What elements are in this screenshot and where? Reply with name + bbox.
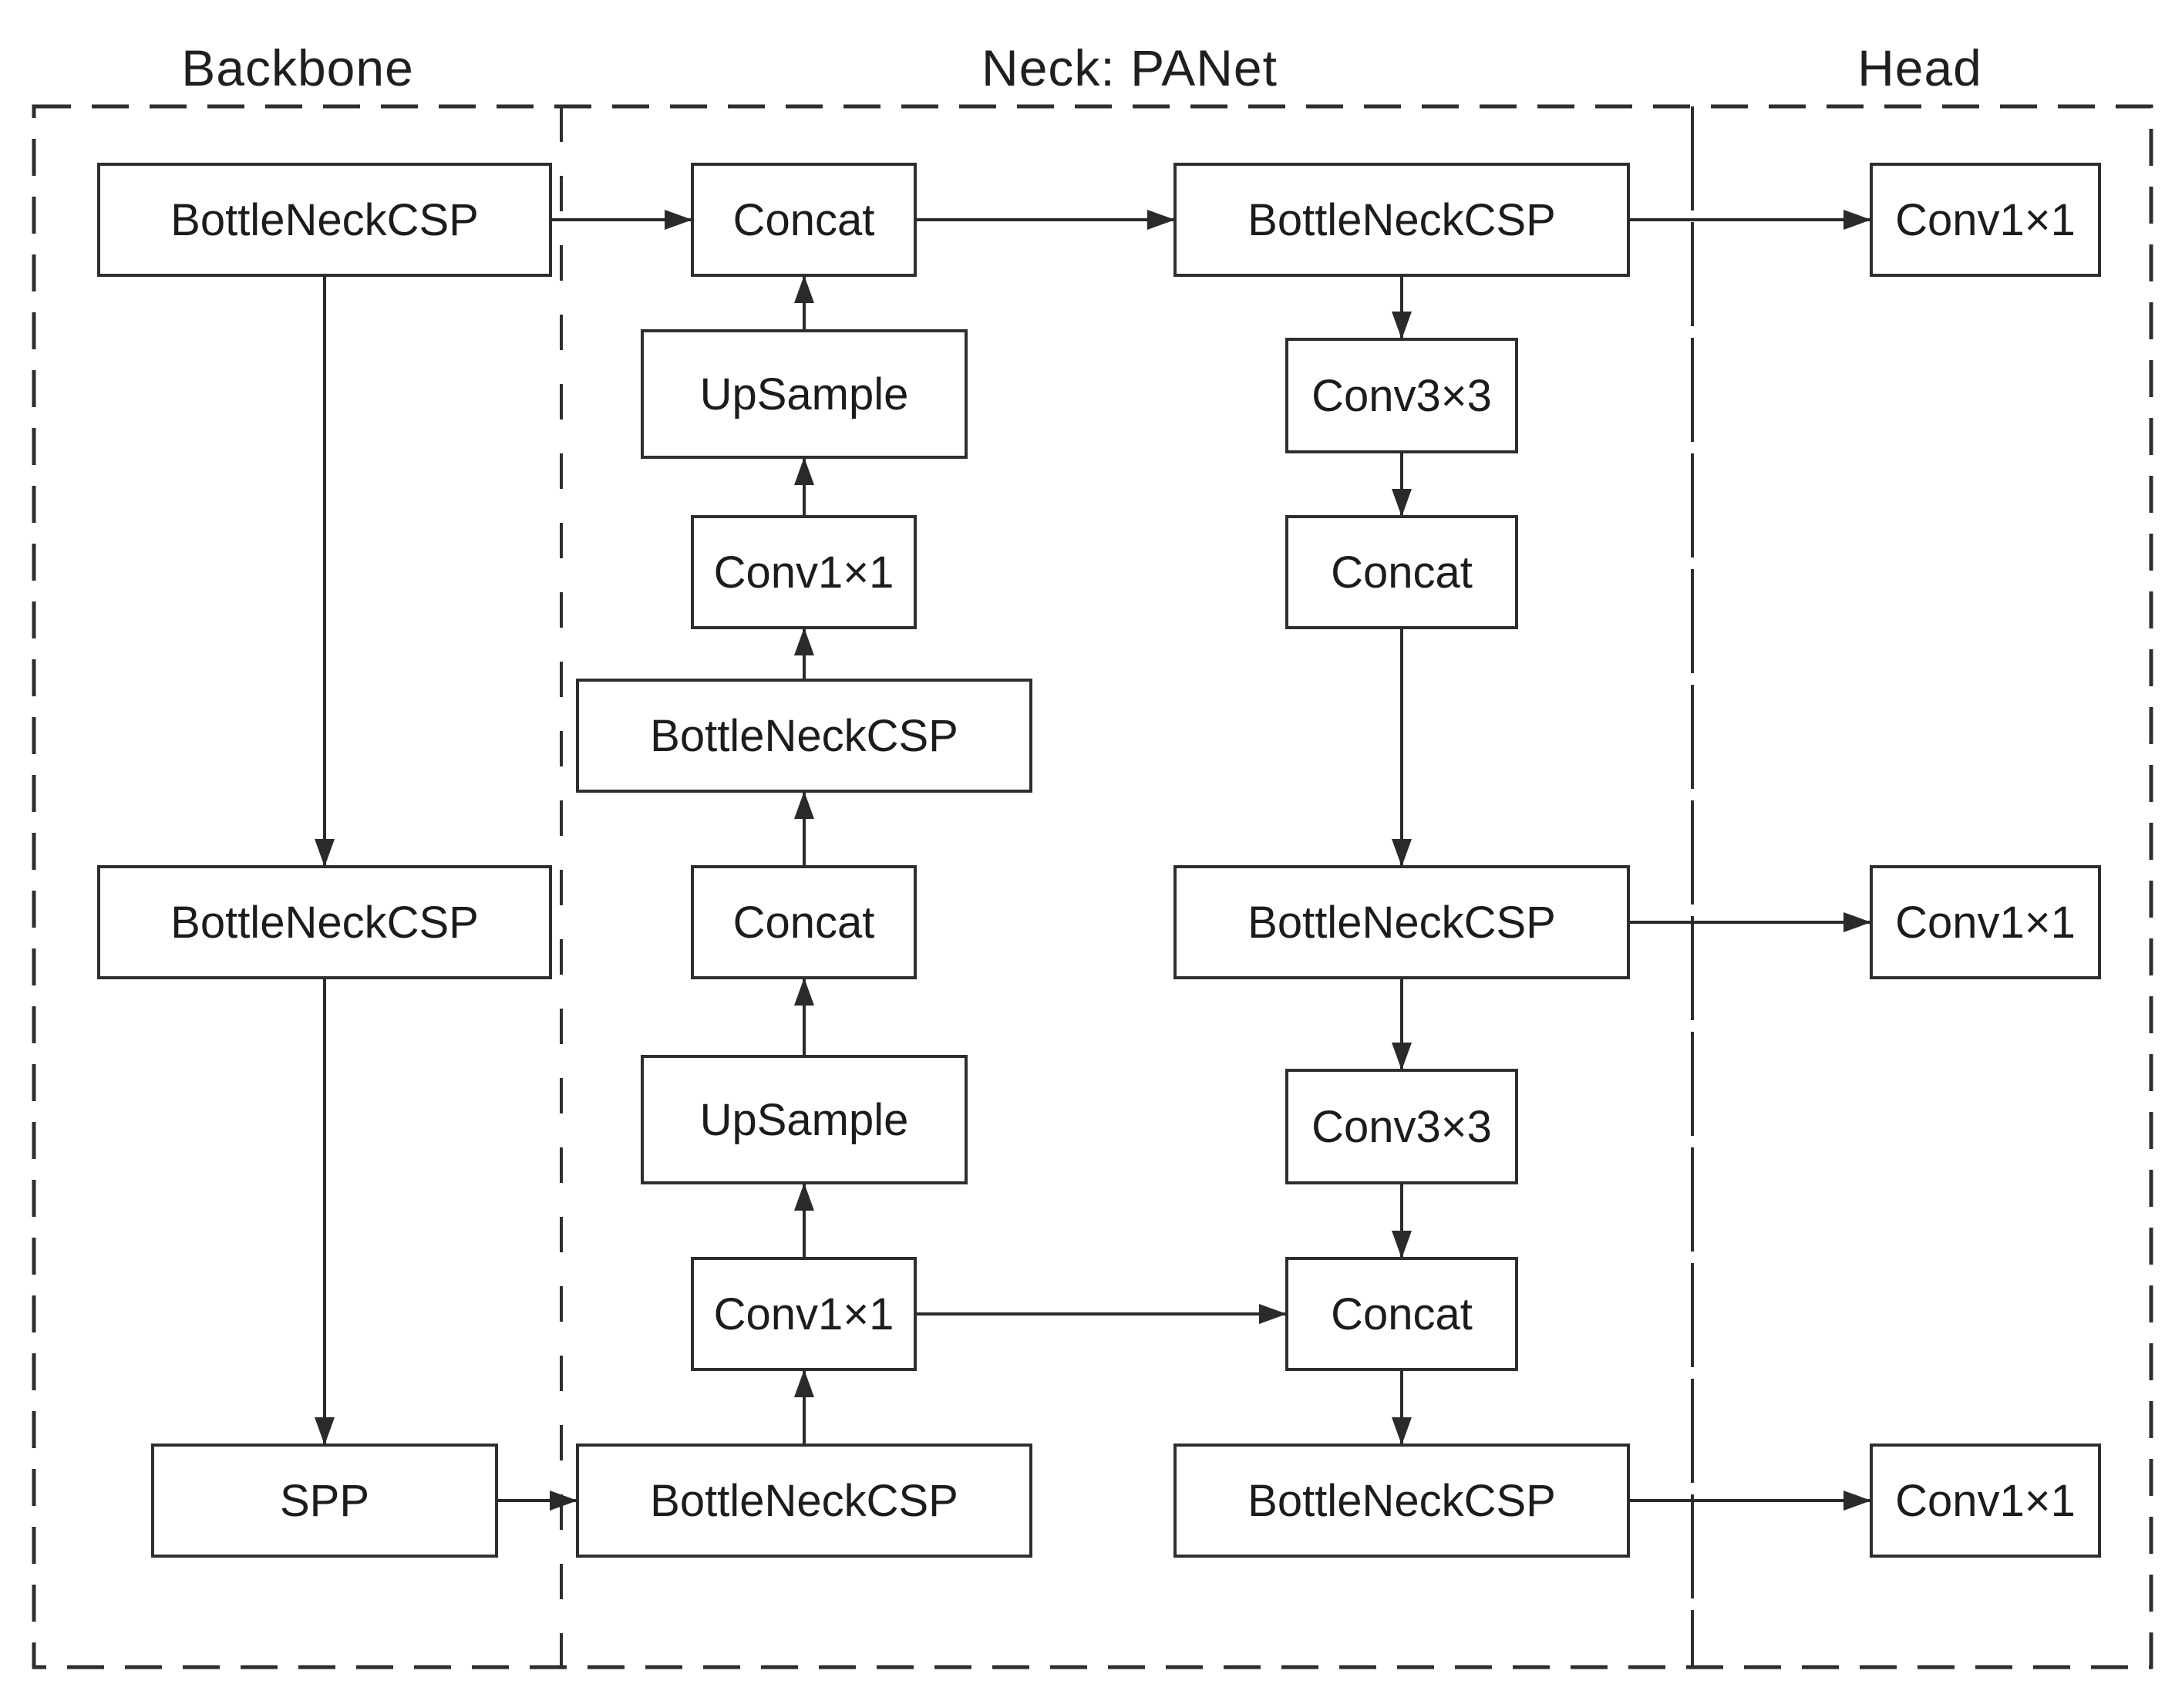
section-title-head: Head xyxy=(1857,39,1982,96)
node-neck-concat-mid: Concat xyxy=(691,865,917,979)
node-backbone-bottleneckcsp-mid: BottleNeckCSP xyxy=(97,865,552,979)
node-backbone-spp: SPP xyxy=(151,1444,498,1558)
node-neck-bottleneckcsp-right-bottom: BottleNeckCSP xyxy=(1173,1444,1630,1558)
node-neck-bottleneckcsp-bottom-left: BottleNeckCSP xyxy=(576,1444,1032,1558)
node-neck-conv1x1-lower: Conv1×1 xyxy=(691,1257,917,1371)
node-neck-conv3x3-bottom: Conv3×3 xyxy=(1285,1069,1518,1184)
node-neck-concat-right-top: Concat xyxy=(1285,515,1518,629)
outer-dashed-frame xyxy=(32,104,2153,1669)
node-head-conv1x1-mid: Conv1×1 xyxy=(1870,865,2101,979)
node-head-conv1x1-bottom: Conv1×1 xyxy=(1870,1444,2101,1558)
node-neck-bottleneckcsp-right-mid: BottleNeckCSP xyxy=(1173,865,1630,979)
node-neck-concat-right-bottom: Concat xyxy=(1285,1257,1518,1371)
node-neck-bottleneckcsp-right-top: BottleNeckCSP xyxy=(1173,163,1630,277)
section-title-backbone: Backbone xyxy=(181,39,414,96)
node-backbone-bottleneckcsp-top: BottleNeckCSP xyxy=(97,163,552,277)
node-neck-concat-top: Concat xyxy=(691,163,917,277)
node-neck-conv3x3-top: Conv3×3 xyxy=(1285,338,1518,453)
section-title-neck: Neck: PANet xyxy=(981,39,1278,96)
node-neck-conv1x1-upper: Conv1×1 xyxy=(691,515,917,629)
node-neck-upsample-top: UpSample xyxy=(641,329,968,459)
node-neck-upsample-bottom: UpSample xyxy=(641,1055,968,1184)
node-neck-bottleneckcsp-upper: BottleNeckCSP xyxy=(576,679,1032,793)
node-head-conv1x1-top: Conv1×1 xyxy=(1870,163,2101,277)
